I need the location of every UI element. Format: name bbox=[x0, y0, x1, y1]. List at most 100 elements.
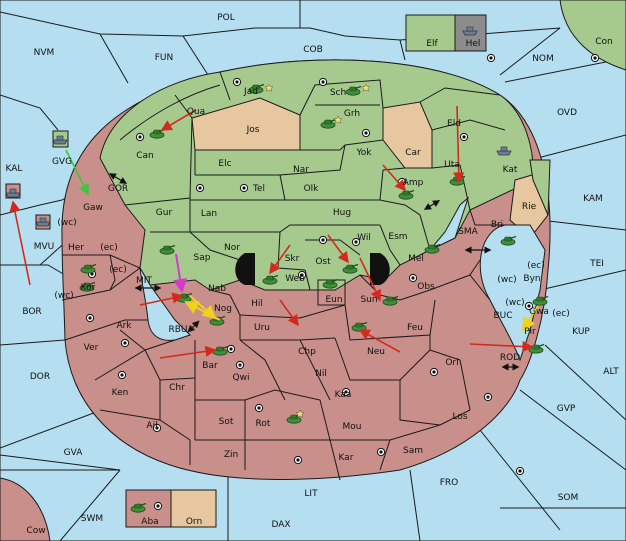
sc-grh bbox=[361, 128, 371, 138]
label-pol: POL bbox=[217, 13, 235, 23]
label-ail: Ail bbox=[146, 421, 157, 431]
sc-nom bbox=[486, 53, 496, 63]
sc-qwi bbox=[235, 360, 245, 370]
sc-ken bbox=[117, 370, 127, 380]
sc-ver bbox=[85, 313, 95, 323]
label-rie: Rie bbox=[522, 202, 537, 212]
label-bar: Bar bbox=[202, 361, 218, 371]
label-web: Web bbox=[285, 274, 305, 284]
label-elc: Elc bbox=[218, 159, 231, 169]
label-chp: Chp bbox=[298, 347, 316, 357]
label-sam: Sam bbox=[403, 446, 423, 456]
label-wc-kor: (wc) bbox=[54, 291, 73, 301]
territory-rie[interactable] bbox=[509, 174, 549, 239]
sc-con bbox=[590, 53, 600, 63]
label-hug: Hug bbox=[333, 208, 351, 218]
label-sch: Sch bbox=[330, 88, 346, 98]
label-lan: Lan bbox=[201, 209, 217, 219]
label-byn: Byn bbox=[523, 274, 540, 284]
label-mit: MIT bbox=[136, 276, 152, 286]
label-gvp: GVP bbox=[557, 404, 576, 414]
dislodged-markers bbox=[264, 83, 371, 418]
label-bri: Bri bbox=[491, 220, 503, 230]
label-kaa: Kaa bbox=[335, 390, 352, 400]
label-sap: Sap bbox=[194, 253, 211, 263]
label-wc-gwa: (wc) bbox=[505, 298, 524, 308]
move-arrow bbox=[453, 105, 465, 184]
label-skr: Skr bbox=[285, 254, 300, 264]
legend-orn bbox=[170, 489, 217, 528]
label-sun: Sun bbox=[360, 295, 377, 305]
label-bor: BOR bbox=[22, 307, 41, 317]
move-arrow bbox=[359, 257, 381, 302]
label-dor: DOR bbox=[30, 372, 50, 382]
label-orl: Orl bbox=[445, 358, 458, 368]
move-arrow bbox=[159, 345, 217, 359]
label-car: Car bbox=[405, 148, 421, 158]
label-ken: Ken bbox=[112, 388, 129, 398]
label-esm: Esm bbox=[388, 232, 407, 242]
label-ec-gwa: (ec) bbox=[552, 309, 570, 319]
inner-sea-sma[interactable] bbox=[429, 196, 470, 251]
label-hil: Hil bbox=[251, 299, 263, 309]
sc-jad bbox=[232, 77, 242, 87]
sc-tel2 bbox=[239, 183, 249, 193]
move-arrow bbox=[279, 299, 299, 327]
sc-wil bbox=[318, 235, 328, 245]
move-arrow bbox=[160, 109, 197, 131]
label-wc-byn: (wc) bbox=[497, 275, 516, 285]
move-arrow bbox=[269, 244, 291, 275]
label-ver: Ver bbox=[84, 343, 99, 353]
label-jos: Jos bbox=[246, 125, 260, 135]
label-fun: FUN bbox=[155, 53, 174, 63]
sc-som bbox=[515, 466, 525, 476]
label-feu: Feu bbox=[407, 323, 423, 333]
label-ec-her: (ec) bbox=[100, 243, 118, 253]
label-rod: ROD bbox=[500, 353, 520, 363]
move-arrow bbox=[9, 200, 31, 286]
support-arrow bbox=[184, 301, 221, 321]
star-icon bbox=[295, 409, 305, 418]
label-yok: Yok bbox=[355, 148, 372, 158]
sc-sam bbox=[376, 447, 386, 457]
green-labels: Jad Sch Qua Grh Eld Can Jos Yok Car Uta … bbox=[83, 87, 537, 305]
label-nvm: NVM bbox=[34, 48, 55, 58]
convoy-link bbox=[423, 200, 441, 210]
label-tel: Tel bbox=[252, 184, 265, 194]
label-buc: BUC bbox=[493, 311, 512, 321]
label-neu: Neu bbox=[367, 347, 385, 357]
label-aba: Aba bbox=[141, 517, 158, 527]
move-arrow bbox=[327, 234, 349, 264]
label-gwa: Gwa bbox=[529, 307, 549, 317]
move-arrow bbox=[469, 340, 534, 353]
sc-tel bbox=[195, 183, 205, 193]
label-obs: Obs bbox=[417, 282, 435, 292]
star-icon bbox=[361, 83, 371, 92]
sc-can bbox=[135, 132, 145, 142]
label-gvg: GVG bbox=[52, 157, 72, 167]
label-gva: GVA bbox=[64, 448, 84, 458]
move-arrow bbox=[358, 329, 401, 353]
label-uru: Uru bbox=[254, 323, 270, 333]
label-lit: LIT bbox=[304, 489, 318, 499]
label-pir: Pir bbox=[524, 327, 536, 337]
label-zin: Zin bbox=[224, 450, 238, 460]
label-jad: Jad bbox=[243, 87, 258, 97]
label-gur: Gur bbox=[156, 208, 173, 218]
label-mvu: MVU bbox=[34, 242, 55, 252]
sc-los bbox=[483, 392, 493, 402]
star-icon bbox=[264, 83, 274, 92]
label-cob: COB bbox=[303, 45, 323, 55]
label-grh: Grh bbox=[344, 109, 360, 119]
label-dax: DAX bbox=[271, 520, 290, 530]
label-gor: GOR bbox=[108, 184, 128, 194]
sc-sch bbox=[318, 77, 328, 87]
label-los: Los bbox=[452, 412, 467, 422]
label-uta: Uta bbox=[444, 160, 460, 170]
red-labels: Her (ec) Kor (ec) (wc) Nab Hil Obs Ark N… bbox=[54, 220, 569, 463]
label-gaw: Gaw bbox=[83, 203, 103, 213]
label-rbu: RBU bbox=[168, 325, 187, 335]
sc-zin bbox=[293, 455, 303, 465]
label-fro: FRO bbox=[440, 478, 459, 488]
